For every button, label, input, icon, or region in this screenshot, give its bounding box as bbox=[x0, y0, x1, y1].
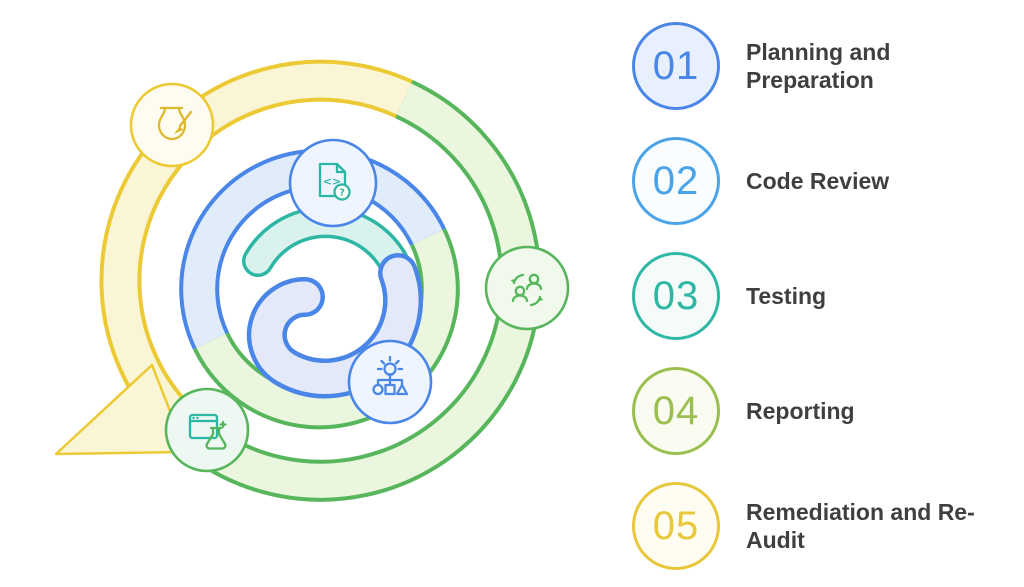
vase-brush-bump bbox=[129, 82, 215, 168]
app-test-flask-icon bbox=[188, 413, 227, 450]
flowchart-square-node bbox=[384, 383, 396, 396]
step-number-badge: 03 bbox=[632, 252, 720, 340]
code-document-icon: <> ? bbox=[318, 162, 351, 201]
step-row-5: 05 Remediation and Re-Audit bbox=[632, 482, 998, 570]
person-shoulders bbox=[511, 294, 529, 303]
code-brackets-glyph: <> bbox=[323, 175, 341, 188]
step-label: Code Review bbox=[746, 167, 890, 194]
flowchart-triangle-node bbox=[395, 383, 409, 396]
step-number: 02 bbox=[652, 158, 700, 203]
process-spiral: <> ? bbox=[54, 59, 570, 502]
sync-arrow-tip bbox=[510, 279, 516, 283]
sparkle-plus bbox=[219, 420, 227, 429]
step-number: 05 bbox=[652, 503, 700, 548]
flowchart-circle-node bbox=[372, 383, 384, 396]
document-fold bbox=[335, 162, 347, 174]
flow-arrowhead bbox=[54, 363, 188, 456]
outer-green-arc bbox=[195, 83, 538, 498]
question-badge bbox=[333, 183, 351, 201]
steps-legend: 01 Planning and Preparation 02 Code Revi… bbox=[632, 22, 998, 570]
step-number: 01 bbox=[652, 43, 700, 88]
test-flask bbox=[205, 420, 227, 450]
step-number: 04 bbox=[652, 388, 700, 433]
brush-handle bbox=[178, 110, 193, 128]
step-number-badge: 02 bbox=[632, 137, 720, 225]
lightbulb-rays bbox=[376, 355, 404, 371]
idea-flowchart-icon bbox=[372, 355, 409, 396]
code-document-bump bbox=[288, 138, 378, 228]
process-spiral-diagram: <> ? bbox=[54, 59, 570, 502]
step-number-badge: 04 bbox=[632, 367, 720, 455]
step-row-3: 03 Testing bbox=[632, 252, 998, 340]
people-sync-icon bbox=[510, 273, 544, 307]
browser-window bbox=[188, 413, 219, 440]
step-row-2: 02 Code Review bbox=[632, 137, 998, 225]
flowchart-connectors bbox=[376, 373, 404, 387]
person-shoulders bbox=[525, 282, 543, 291]
step-label: Testing bbox=[746, 282, 827, 309]
step-row-1: 01 Planning and Preparation bbox=[632, 22, 998, 110]
app-test-flask-bump bbox=[164, 387, 250, 473]
vase-body bbox=[157, 106, 187, 141]
browser-dot bbox=[192, 416, 195, 420]
step-number-badge: 01 bbox=[632, 22, 720, 110]
sync-arrow-tip bbox=[538, 297, 544, 301]
step-label: Remediation and Re-Audit bbox=[746, 498, 975, 553]
step-label: Planning and Preparation bbox=[746, 38, 891, 93]
step-number-badge: 05 bbox=[632, 482, 720, 570]
brush-bristles bbox=[174, 126, 183, 134]
question-glyph: ? bbox=[339, 188, 345, 199]
flask-body bbox=[205, 426, 227, 450]
middle-blue-arc bbox=[183, 152, 443, 348]
step-label: Reporting bbox=[746, 397, 855, 424]
step-row-4: 04 Reporting bbox=[632, 367, 998, 455]
step-number: 03 bbox=[652, 273, 700, 318]
inner-blue-swirl bbox=[251, 257, 419, 394]
browser-dot bbox=[196, 416, 199, 420]
vase-brush-icon bbox=[157, 106, 193, 141]
